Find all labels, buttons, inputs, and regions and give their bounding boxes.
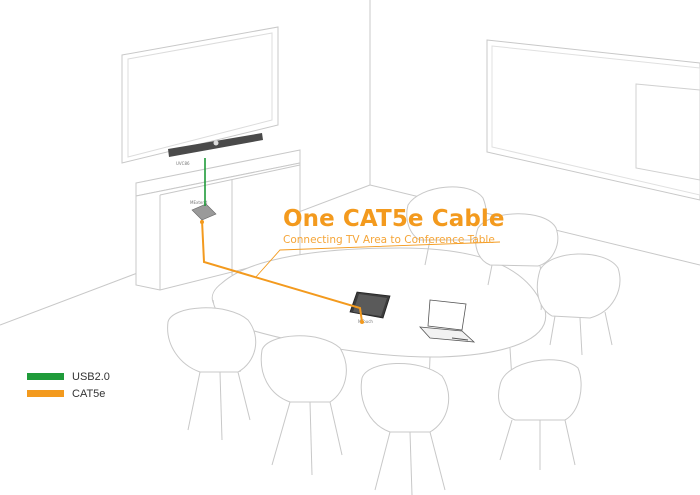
callout-title: One CAT5e Cable <box>283 206 505 232</box>
cat5e-cable <box>201 219 363 323</box>
legend-label-usb: USB2.0 <box>72 370 110 383</box>
legend-item-usb: USB2.0 <box>27 369 110 384</box>
legend-item-cat5e: CAT5e <box>27 386 110 401</box>
legend: USB2.0 CAT5e <box>27 369 110 403</box>
cabinet <box>135 149 301 291</box>
legend-label-cat5e: CAT5e <box>72 387 106 400</box>
svg-text:MExtend: MExtend <box>190 200 208 205</box>
video-bar: UVC86 <box>168 133 263 166</box>
laptop <box>419 299 476 343</box>
svg-text:MTouch: MTouch <box>358 319 373 324</box>
callout-leader <box>254 241 501 279</box>
svg-text:UVC86: UVC86 <box>176 161 190 166</box>
cable-callout: One CAT5e Cable Connecting TV Area to Co… <box>283 205 543 247</box>
whiteboard <box>486 39 700 201</box>
tv-screen <box>121 26 279 164</box>
legend-swatch-usb <box>27 373 64 380</box>
legend-swatch-cat5e <box>27 390 64 397</box>
cat5e-end-dot <box>360 320 364 324</box>
extender-box: MExtend <box>190 200 217 221</box>
chairs <box>167 186 621 495</box>
cat5e-start-dot <box>200 220 204 224</box>
callout-subtitle: Connecting TV Area to Conference Table <box>283 234 495 246</box>
